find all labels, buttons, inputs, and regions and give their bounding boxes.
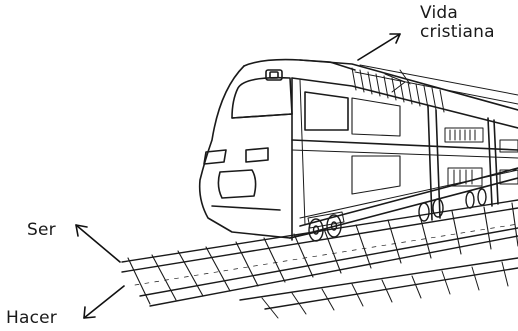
label-vida-line2: cristiana	[420, 23, 495, 42]
arrow-up-left-icon	[76, 225, 120, 262]
label-vida-line1: Vida	[420, 4, 495, 23]
label-ser: Ser	[27, 221, 56, 240]
railway-track	[122, 200, 518, 318]
arrow-down-left-icon	[84, 286, 124, 318]
train-icon	[200, 60, 518, 240]
annotation-arrows	[76, 34, 400, 318]
label-hacer: Hacer	[6, 309, 57, 328]
arrow-up-right-icon	[358, 34, 400, 60]
label-vida-cristiana: Vida cristiana	[420, 4, 495, 42]
